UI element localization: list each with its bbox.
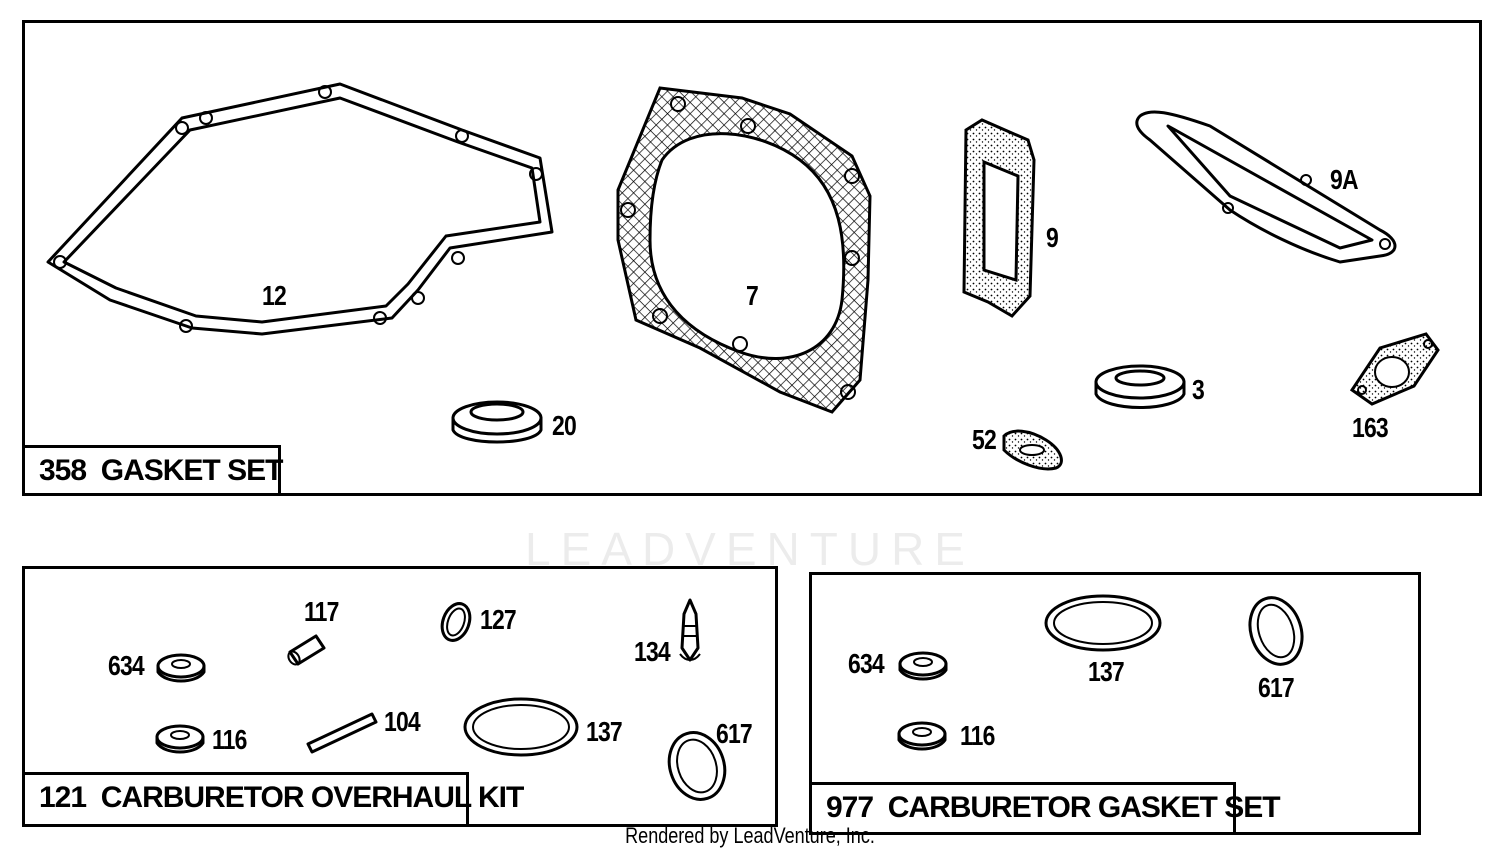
gasket-12: [46, 82, 554, 336]
carburetor-overhaul-kit-panel: 121 CARBURETOR OVERHAUL KIT: [22, 566, 778, 827]
callout-7: 7: [746, 280, 759, 311]
seal-20: [451, 400, 543, 444]
gasket-137-b: [1044, 594, 1162, 652]
callout-9: 9: [1046, 222, 1059, 253]
callout-163: 163: [1352, 412, 1389, 443]
callout-617: 617: [1258, 672, 1295, 703]
gasket-set-panel: 358 GASKET SET: [22, 20, 1482, 496]
gasket-617-b: [1248, 596, 1304, 666]
callout-116: 116: [212, 724, 247, 755]
gasket-137-a: [463, 697, 579, 757]
carburetor-gasket-set-panel: 977 CARBURETOR GASKET SET: [809, 572, 1421, 835]
washer-634-a: [156, 653, 206, 683]
callout-9a: 9A: [1330, 164, 1359, 195]
callout-127: 127: [480, 604, 517, 635]
callout-3: 3: [1192, 374, 1205, 405]
needle-134: [679, 598, 701, 662]
washer-116-a: [155, 724, 205, 754]
kit-number: 977: [826, 791, 874, 824]
washer-116-b: [897, 721, 947, 751]
callout-20: 20: [552, 410, 577, 441]
callout-104: 104: [384, 706, 421, 737]
callout-634: 634: [848, 648, 885, 679]
callout-137: 137: [586, 716, 623, 747]
gasket-9a: [1135, 110, 1397, 264]
callout-617: 617: [716, 718, 753, 749]
kit-name: CARBURETOR OVERHAUL KIT: [100, 781, 525, 814]
callout-117: 117: [304, 596, 339, 627]
callout-52: 52: [972, 424, 997, 455]
overhaul-kit-title: 121 CARBURETOR OVERHAUL KIT: [25, 772, 524, 824]
gasket-9: [962, 118, 1036, 318]
gasket-kit-title: 977 CARBURETOR GASKET SET: [812, 782, 1281, 832]
kit-number: 121: [39, 781, 87, 814]
seal-3: [1094, 364, 1186, 409]
kit-number: 358: [39, 454, 87, 487]
callout-137: 137: [1088, 656, 1125, 687]
pin-117: [287, 634, 326, 666]
kit-name: GASKET SET: [100, 454, 284, 487]
gasket-52: [1002, 429, 1063, 471]
footer-credit: Rendered by LeadVenture, Inc.: [625, 823, 875, 848]
callout-634: 634: [108, 650, 145, 681]
gasket-7: [616, 86, 872, 414]
shaft-104: [306, 712, 378, 754]
callout-116: 116: [960, 720, 995, 751]
callout-12: 12: [262, 280, 287, 311]
gasket-163: [1349, 332, 1440, 406]
kit-name: CARBURETOR GASKET SET: [887, 791, 1281, 824]
gasket-set-title: 358 GASKET SET: [25, 445, 284, 493]
washer-634-b: [898, 651, 948, 681]
ring-127: [440, 602, 472, 642]
gasket-617-a: [667, 731, 727, 801]
callout-134: 134: [634, 636, 671, 667]
